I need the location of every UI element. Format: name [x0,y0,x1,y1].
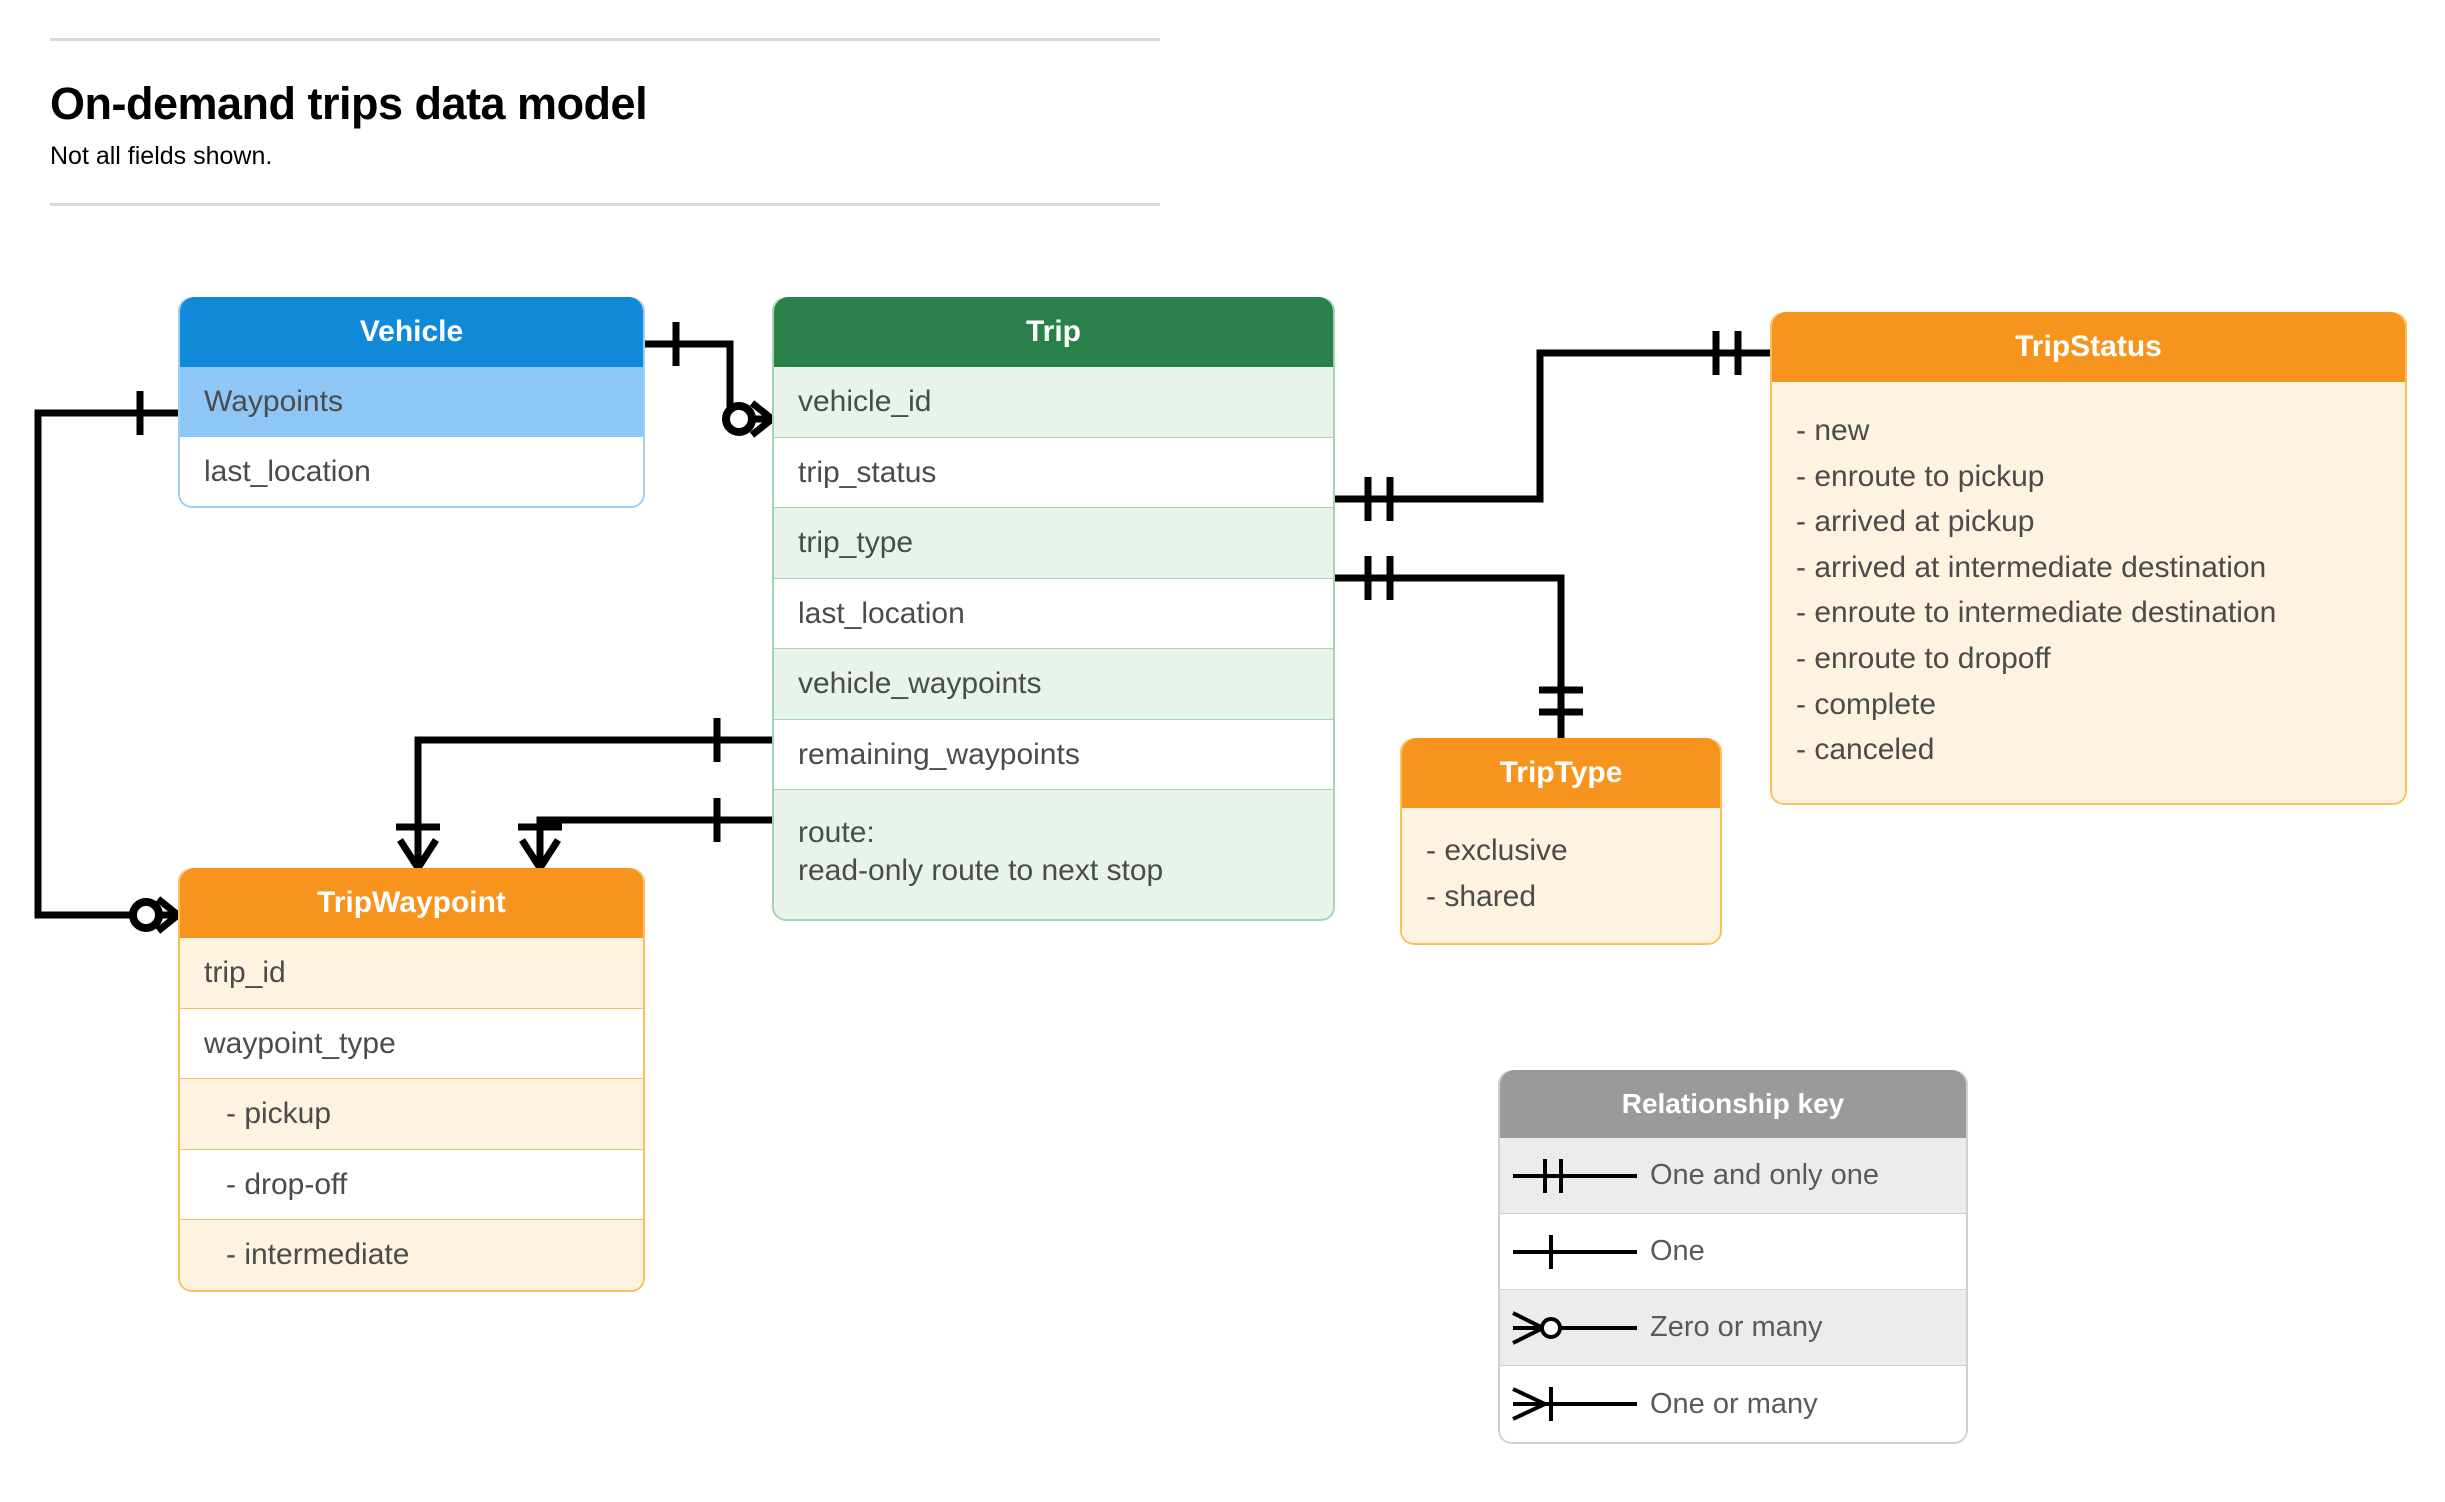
legend-label: Zero or many [1650,1311,1823,1343]
entity-tripwaypoint-fields: trip_id waypoint_type - pickup - drop-of… [180,938,643,1290]
header-rule-bottom [50,202,1160,206]
entity-triptype-title: TripType [1402,738,1720,808]
connector-vehiclewaypoints-to-tripwaypoint [414,736,772,868]
entity-tripstatus-values: - new - enroute to pickup - arrived at p… [1772,382,2405,803]
tripstatus-value: - enroute to intermediate destination [1796,596,2277,630]
entity-tripwaypoint-title: TripWaypoint [180,868,643,938]
legend-row-zero-or-many: Zero or many [1500,1290,1966,1366]
legend-row-one: One [1500,1214,1966,1290]
field-trip-trip-type[interactable]: trip_type [774,508,1333,579]
field-tripwaypoint-intermediate[interactable]: - intermediate [180,1220,643,1290]
connector-vehicle-to-trip [645,340,772,423]
crowfoot-vw [397,838,439,870]
entity-trip-title: Trip [774,297,1333,367]
relationship-key-legend: Relationship key One and only one [1498,1070,1968,1444]
entity-vehicle[interactable]: Vehicle Waypoints last_location [178,297,645,508]
page-title: On-demand trips data model [50,78,648,129]
field-tripwaypoint-pickup[interactable]: - pickup [180,1079,643,1150]
legend-label: One or many [1650,1387,1818,1420]
entity-trip-fields: vehicle_id trip_status trip_type last_lo… [774,367,1333,919]
legend-row-one-and-only-one: One and only one [1500,1138,1966,1214]
entity-tripwaypoint[interactable]: TripWaypoint trip_id waypoint_type - pic… [178,868,645,1292]
crowfoot-tripwaypoint-left [155,896,181,934]
connector-remainingwaypoints-to-tripwaypoint [536,816,772,868]
field-tripwaypoint-dropoff[interactable]: - drop-off [180,1149,643,1220]
zero-or-many-icon [1500,1303,1650,1353]
header-block: On-demand trips data model Not all field… [50,38,1160,206]
field-trip-vehicle-waypoints[interactable]: vehicle_waypoints [774,649,1333,720]
tripstatus-value: - arrived at pickup [1796,505,2035,539]
one-or-many-icon [1500,1379,1650,1429]
connector-trip-to-tripstatus [1335,349,1770,503]
field-tripwaypoint-trip-id[interactable]: trip_id [180,938,643,1009]
field-trip-vehicle-id[interactable]: vehicle_id [774,367,1333,438]
one-icon [1500,1227,1650,1277]
entity-tripstatus[interactable]: TripStatus - new - enroute to pickup - a… [1770,312,2407,805]
page-subtitle: Not all fields shown. [50,141,273,170]
tripstatus-value: - enroute to dropoff [1796,641,2051,675]
entity-vehicle-title: Vehicle [180,297,643,367]
field-trip-remaining-waypoints[interactable]: remaining_waypoints [774,719,1333,790]
field-trip-route[interactable]: route: read-only route to next stop [774,790,1333,919]
one-and-only-one-icon [1500,1151,1650,1201]
tripstatus-value: - canceled [1796,733,1935,767]
legend-label: One [1650,1235,1705,1267]
header-rule-bottom-wrap [50,202,1160,206]
field-vehicle-waypoints[interactable]: Waypoints [180,367,643,437]
field-trip-trip-status[interactable]: trip_status [774,437,1333,508]
connector-vehicle-waypoints-to-tripwaypoint [34,409,178,919]
entity-tripstatus-title: TripStatus [1772,312,2405,382]
triptype-value: - shared [1426,879,1537,913]
legend-title: Relationship key [1500,1070,1966,1138]
triptype-value: - exclusive [1426,834,1568,867]
entity-triptype[interactable]: TripType - exclusive - shared [1400,738,1722,946]
tripstatus-value: - new [1796,414,1870,447]
crowfoot-trip-vehicleid [749,400,775,438]
entity-vehicle-fields: Waypoints last_location [180,367,643,506]
circle-zero-tripwaypoint [129,898,163,932]
field-vehicle-last-location[interactable]: last_location [180,436,643,506]
header-rule-top [50,38,1160,41]
tripstatus-value: - enroute to pickup [1796,459,2045,493]
legend-row-one-or-many: One or many [1500,1366,1966,1442]
connector-trip-to-triptype [1335,574,1565,738]
crowfoot-rw [519,838,561,870]
field-tripwaypoint-waypoint-type[interactable]: waypoint_type [180,1008,643,1079]
field-trip-last-location[interactable]: last_location [774,578,1333,649]
legend-label: One and only one [1650,1159,1879,1191]
tripstatus-value: - arrived at intermediate destination [1796,550,2267,584]
entity-triptype-values: - exclusive - shared [1402,808,1720,944]
tripstatus-value: - complete [1796,687,1937,721]
entity-trip[interactable]: Trip vehicle_id trip_status trip_type la… [772,297,1335,921]
circle-zero-trip-vehicleid [722,402,756,436]
